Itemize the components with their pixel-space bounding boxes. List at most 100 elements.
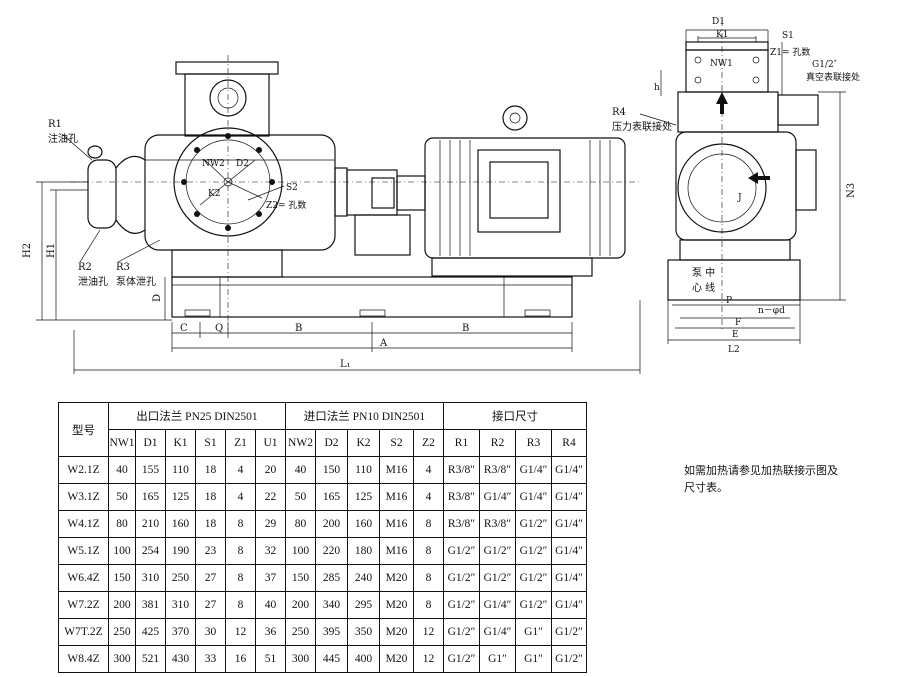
table-cell: 110 bbox=[347, 456, 380, 484]
table-cell: G1/2″ bbox=[479, 537, 516, 565]
table-cell: 27 bbox=[195, 591, 226, 619]
label-r1: R1 bbox=[48, 119, 62, 130]
table-cell: 4 bbox=[225, 456, 256, 484]
table-cell: 295 bbox=[347, 591, 380, 619]
label-center-1: 泵 中 bbox=[692, 266, 715, 279]
table-cell: G1/2″ bbox=[479, 564, 516, 592]
table-cell: 18 bbox=[195, 483, 226, 511]
label-nw1: NW1 bbox=[710, 59, 733, 69]
column-header-r1: R1 bbox=[443, 429, 480, 457]
label-l2: L2 bbox=[728, 345, 740, 355]
table-cell: 150 bbox=[108, 564, 136, 592]
table-cell: 4 bbox=[225, 483, 256, 511]
column-header-s1: S1 bbox=[195, 429, 226, 457]
label-k2: K2 bbox=[208, 189, 220, 199]
dimension-table: 型号 出口法兰 PN25 DIN2501 进口法兰 PN10 DIN2501 接… bbox=[58, 402, 587, 673]
table-cell: 32 bbox=[255, 537, 286, 565]
label-g12: G1/2″ bbox=[812, 60, 838, 70]
model-header: 型号 bbox=[58, 402, 109, 457]
table-cell: G1/2″ bbox=[443, 618, 480, 646]
table-cell: G1/2″ bbox=[551, 645, 587, 673]
table-cell: 33 bbox=[195, 645, 226, 673]
table-cell: 12 bbox=[225, 618, 256, 646]
table-cell: R3/8″ bbox=[479, 456, 516, 484]
table-cell: G1/4″ bbox=[515, 483, 552, 511]
column-header-k1: K1 bbox=[165, 429, 196, 457]
table-cell: 8 bbox=[225, 537, 256, 565]
table-cell: G1/4″ bbox=[479, 483, 516, 511]
label-d1: D1 bbox=[712, 17, 725, 27]
table-cell: 8 bbox=[225, 591, 256, 619]
label-a: A bbox=[379, 338, 388, 349]
label-p: P bbox=[726, 296, 732, 306]
table-cell: 160 bbox=[347, 510, 380, 538]
table-cell: 160 bbox=[165, 510, 196, 538]
table-cell: G1/4″ bbox=[479, 591, 516, 619]
table-cell: G1/4″ bbox=[551, 564, 587, 592]
table-cell: 30 bbox=[195, 618, 226, 646]
column-header-d2: D2 bbox=[315, 429, 348, 457]
table-cell: 285 bbox=[315, 564, 348, 592]
table-cell: 12 bbox=[413, 618, 444, 646]
table-cell: 445 bbox=[315, 645, 348, 673]
model-cell: W7.2Z bbox=[58, 591, 109, 619]
label-l1: L₁ bbox=[340, 359, 351, 370]
table-cell: M16 bbox=[379, 483, 414, 511]
table-cell: M16 bbox=[379, 456, 414, 484]
model-cell: W7T.2Z bbox=[58, 618, 109, 646]
label-nw2: NW2 bbox=[202, 159, 225, 169]
table-cell: 395 bbox=[315, 618, 348, 646]
table-cell: 300 bbox=[285, 645, 316, 673]
heating-note: 如需加热请参见加热联接示图及尺寸表。 bbox=[684, 464, 838, 494]
label-r2-text: 泄油孔 bbox=[78, 275, 108, 288]
label-k1: K1 bbox=[716, 30, 728, 40]
table-cell: 300 bbox=[108, 645, 136, 673]
table-cell: 310 bbox=[165, 591, 196, 619]
label-vac: 真空表联接处 bbox=[806, 71, 860, 83]
table-cell: G1″ bbox=[479, 645, 516, 673]
table-cell: R3/8″ bbox=[443, 483, 480, 511]
column-header-nw1: NW1 bbox=[108, 429, 136, 457]
label-h2: H2 bbox=[22, 243, 33, 258]
table-cell: 8 bbox=[413, 564, 444, 592]
table-cell: G1/2″ bbox=[443, 591, 480, 619]
table-cell: G1/2″ bbox=[551, 618, 587, 646]
end-view-body bbox=[675, 131, 797, 241]
table-cell: G1/4″ bbox=[479, 618, 516, 646]
end-view-base bbox=[667, 259, 801, 301]
label-b2: B bbox=[462, 323, 469, 334]
column-header-k2: K2 bbox=[347, 429, 380, 457]
label-z1: Z1= 孔数 bbox=[770, 46, 810, 58]
label-r3-text: 泵体泄孔 bbox=[116, 275, 156, 288]
table-cell: 100 bbox=[285, 537, 316, 565]
table-cell: G1/4″ bbox=[515, 456, 552, 484]
table-cell: G1/4″ bbox=[551, 483, 587, 511]
table-cell: 210 bbox=[135, 510, 166, 538]
column-header-z2: Z2 bbox=[413, 429, 444, 457]
model-cell: W4.1Z bbox=[58, 510, 109, 538]
table-cell: 430 bbox=[165, 645, 196, 673]
table-cell: 250 bbox=[108, 618, 136, 646]
table-cell: 27 bbox=[195, 564, 226, 592]
base-frame bbox=[171, 276, 573, 318]
end-view-top bbox=[677, 91, 779, 133]
label-j: J bbox=[737, 193, 742, 203]
label-b1: B bbox=[295, 323, 302, 334]
table-cell: 150 bbox=[285, 564, 316, 592]
table-cell: 40 bbox=[108, 456, 136, 484]
pump-body bbox=[144, 134, 336, 251]
table-cell: G1/4″ bbox=[551, 510, 587, 538]
table-cell: 29 bbox=[255, 510, 286, 538]
table-cell: 51 bbox=[255, 645, 286, 673]
label-f: F bbox=[735, 318, 741, 328]
label-z2: Z2= 孔数 bbox=[266, 199, 306, 211]
outlet-flange-header: 出口法兰 PN25 DIN2501 bbox=[108, 402, 286, 430]
table-cell: 12 bbox=[413, 645, 444, 673]
column-header-z1: Z1 bbox=[225, 429, 256, 457]
table-cell: 8 bbox=[225, 510, 256, 538]
table-cell: 8 bbox=[413, 510, 444, 538]
